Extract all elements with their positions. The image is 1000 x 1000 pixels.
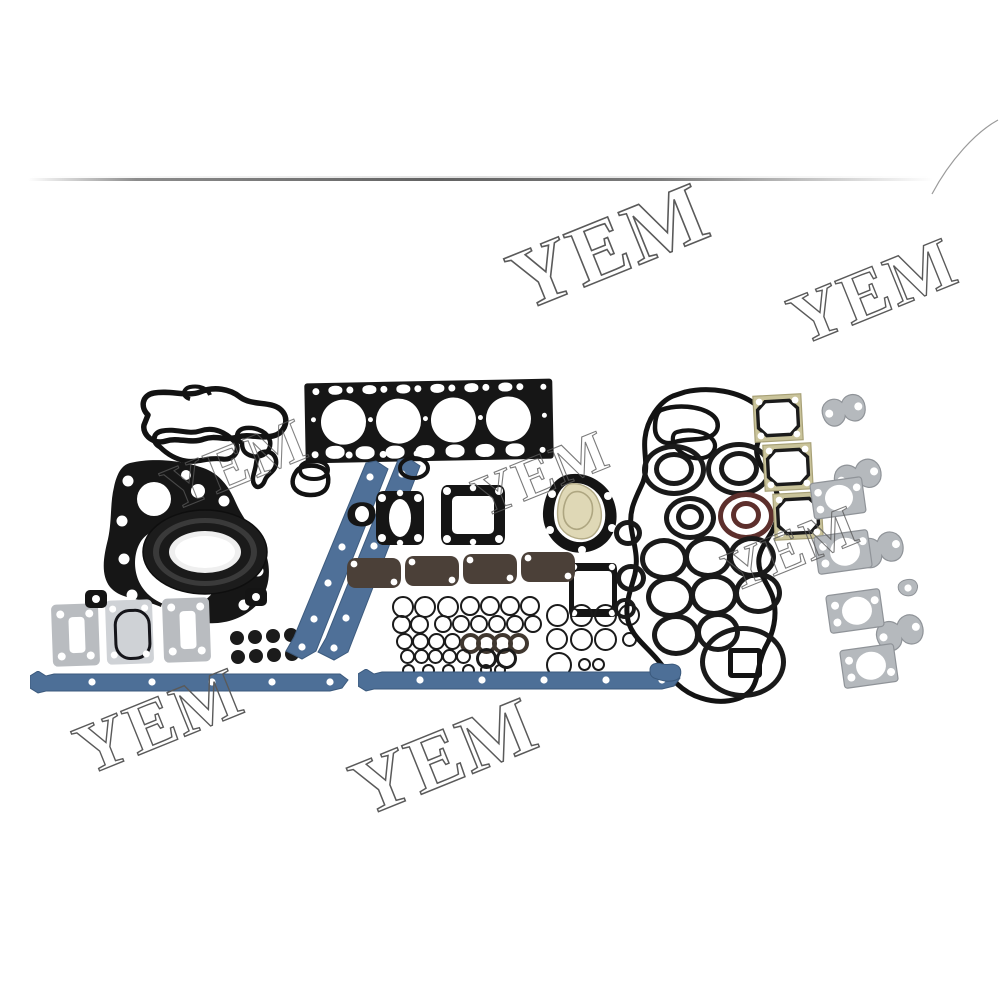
center-black-gasket-a [372,487,428,549]
small-oval-gasket [296,458,332,482]
intake-manifold-gasket-2 [759,439,818,496]
small-black-tab-gasket-1 [85,590,107,608]
block-seal-rings [636,440,806,698]
crankshaft-oil-seal [141,508,269,596]
small-black-gasket-oval [345,500,379,528]
small-black-tab-gasket-2 [245,588,267,606]
oring-assortment [392,596,592,677]
watermark-top-center: YEM [494,162,723,330]
cream-pump-gasket-overlay [548,482,610,544]
intake-manifold-gasket-3 [769,488,828,545]
turbo-gasket-3 [161,597,212,663]
port-gasket-1 [811,527,874,577]
block-edge-rings [614,520,646,630]
small-black-gasket-round [398,456,430,480]
valve-stem-seals [230,628,300,668]
rubber-profile-gasket-cluster [130,383,295,478]
intake-manifold-gasket-1 [749,390,808,447]
watermark-bottom-center: YEM [338,679,551,834]
cork-gasket-4 [520,550,576,584]
rubber-gasket-small-a [250,448,281,492]
port-gasket-2 [823,586,886,636]
turbo-gasket-1 [50,603,101,667]
exhaust-manifold-gasket-1 [815,388,874,434]
rubber-gasket-small-b [288,462,332,498]
cork-gasket-3 [462,552,518,586]
center-black-gasket-b [438,481,508,549]
port-gasket-3 [837,641,900,691]
cork-gasket-1 [346,556,402,590]
exhaust-manifold-gasket-4 [867,606,932,659]
oil-pan-rail-gasket-left [29,670,352,695]
turbo-gasket-2 [104,599,155,665]
head-gasket [304,378,554,464]
background-corner-curve [918,118,1000,200]
cork-gasket-2 [404,554,460,588]
exhaust-gasket-small-tab [893,575,922,601]
small-blue-tab-gasket [648,660,684,686]
oil-pan-rail-gasket-right [357,668,684,693]
background-shadow-line [28,176,933,181]
port-gasket-4 [807,474,868,521]
watermark-top-right: YEM [776,221,969,362]
oring-assortment-right [546,604,640,678]
